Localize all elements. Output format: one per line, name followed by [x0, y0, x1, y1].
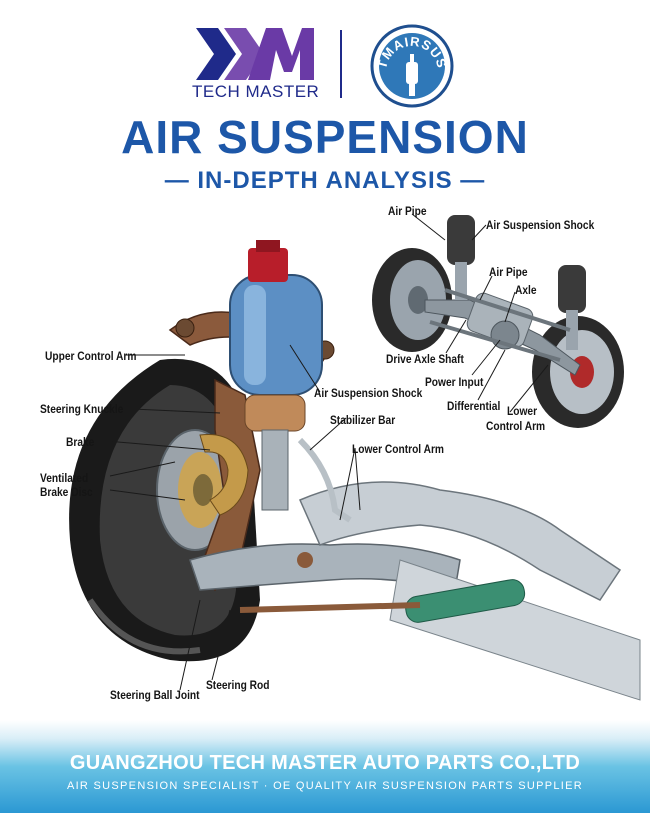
label-brake-disc: Brake Disc: [40, 485, 93, 499]
tech-master-logo-icon: [196, 28, 314, 80]
page-title: AIR SUSPENSION: [121, 111, 529, 163]
page-subtitle: — IN-DEPTH ANALYSIS —: [164, 167, 486, 194]
label-air-pipe-2: Air Pipe: [489, 265, 528, 279]
label-ventilated: Ventilated: [40, 471, 89, 485]
label-air-suspension-shock-front: Air Suspension Shock: [314, 386, 423, 400]
label-drive-axle-shaft: Drive Axle Shaft: [386, 352, 464, 366]
label-air-suspension-shock-rear: Air Suspension Shock: [486, 218, 595, 232]
rear-axle-illustration: [372, 215, 624, 428]
label-upper-control-arm: Upper Control Arm: [45, 349, 137, 363]
label-brake: Brake: [66, 435, 95, 449]
suspension-illustration: [69, 213, 641, 701]
brand-name: TECH MASTER: [192, 82, 320, 101]
label-steering-knuckle: Steering Knuckle: [40, 402, 124, 416]
label-axle: Axle: [515, 283, 537, 297]
label-control-arm-rear: Control Arm: [486, 419, 546, 433]
label-stabilizer-bar: Stabilizer Bar: [330, 413, 396, 427]
tmairsus-badge-icon: TMAIRSUS: [370, 24, 454, 108]
label-differential: Differential: [447, 399, 501, 413]
leader-lines: [94, 213, 549, 691]
label-lower-rear: Lower: [507, 404, 538, 418]
footer-tagline: AIR SUSPENSION SPECIALIST · OE QUALITY A…: [66, 780, 584, 792]
label-power-input: Power Input: [425, 375, 484, 389]
label-air-pipe-rear: Air Pipe: [388, 204, 427, 218]
footer-banner: [0, 720, 650, 813]
logo-divider: [340, 30, 342, 98]
footer-company: GUANGZHOU TECH MASTER AUTO PARTS CO.,LTD: [69, 752, 581, 774]
label-steering-ball-joint: Steering Ball Joint: [110, 688, 200, 702]
front-suspension-illustration: [69, 240, 641, 701]
label-steering-rod: Steering Rod: [206, 678, 270, 692]
label-lower-control-arm-front: Lower Control Arm: [352, 442, 444, 456]
